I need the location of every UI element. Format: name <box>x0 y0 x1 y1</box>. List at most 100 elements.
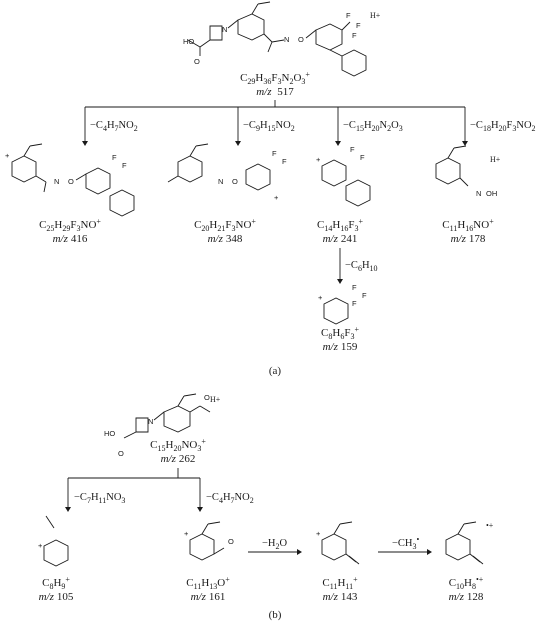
formula-part: H <box>337 577 345 589</box>
formula-part: 3 <box>197 444 201 453</box>
formula-part: F <box>225 219 231 231</box>
fragment-structure-178: N OH <box>435 145 497 198</box>
formula-159: C8H6F3+ <box>321 325 359 341</box>
loss-a3: −C15H20N2O3 <box>343 120 403 133</box>
formula-part: 15 <box>356 124 364 133</box>
formula-part: 13 <box>209 582 217 591</box>
formula-part: 2 <box>250 496 254 505</box>
formula-part: NO <box>81 219 97 231</box>
formula-part: H <box>260 120 268 131</box>
formula-part: 11 <box>450 224 458 233</box>
formula-part: H <box>364 120 372 131</box>
formula-part: 16 <box>465 224 473 233</box>
formula-part: 3 <box>232 224 236 233</box>
arrowhead-241-159 <box>337 279 343 284</box>
formula-part: 16 <box>340 224 348 233</box>
formula-348: C20H21F3NO+ <box>194 217 256 233</box>
formula-178: C11H16NO+ <box>442 217 494 233</box>
loss-a2: −C9H15NO2 <box>243 120 295 133</box>
formula-part: H <box>491 120 499 131</box>
formula-part: 7 <box>231 496 235 505</box>
formula-part: NO <box>106 492 122 503</box>
formula-part: −CH <box>392 538 413 549</box>
formula-part: 2 <box>387 124 391 133</box>
formula-part: H <box>53 577 61 589</box>
arrowhead-143-128 <box>427 549 432 555</box>
formula-part: 3 <box>301 77 305 86</box>
formula-part: 7 <box>87 496 91 505</box>
formula-part: 3 <box>413 542 417 551</box>
arrows-a <box>82 107 468 146</box>
loss-161-143: −H2O <box>262 538 288 551</box>
formula-part: H <box>464 577 472 589</box>
formula-part: F <box>348 219 354 231</box>
formula-part: •+ <box>476 575 484 584</box>
svg-text:F: F <box>272 149 277 158</box>
formula-part: −C <box>343 120 356 131</box>
svg-text:F: F <box>352 283 357 292</box>
formula-part: NO <box>473 219 489 231</box>
fragment-structure-128 <box>445 521 484 565</box>
formula-part: H <box>201 577 209 589</box>
formula-part: NO <box>181 439 197 451</box>
formula-part: 2 <box>276 542 280 551</box>
atom-N-oxime: N <box>284 35 289 44</box>
formula-part: 15 <box>157 444 165 453</box>
atom-O-acid: O <box>194 57 200 66</box>
svg-text:+: + <box>5 151 10 160</box>
formula-part: H <box>107 120 115 131</box>
formula-part: 36 <box>263 77 271 86</box>
formula-part: 8 <box>49 582 53 591</box>
formula-161: C11H13O+ <box>186 575 230 591</box>
formula-part: 6 <box>340 332 344 341</box>
formula-part: 4 <box>219 496 223 505</box>
formula-part: 11 <box>99 496 107 505</box>
parent-formula-a: C29H36F3N2O3+ <box>240 70 310 86</box>
svg-text:+: + <box>318 293 323 302</box>
arrowhead-161-143 <box>297 549 302 555</box>
adduct-178: H+ <box>490 155 501 164</box>
loss-143-128: −CH3• <box>392 535 420 551</box>
formula-part: H <box>91 492 99 503</box>
loss-b2: −C4H7NO2 <box>206 492 254 505</box>
formula-part: F <box>70 219 76 231</box>
atom-F2: F <box>356 21 361 30</box>
formula-part: C <box>321 327 328 339</box>
svg-text:O: O <box>228 537 234 546</box>
formula-part: N <box>282 72 290 84</box>
formula-part: H <box>457 219 465 231</box>
fragment-structure-416: + N O F F <box>5 143 135 217</box>
svg-text:N: N <box>148 417 153 426</box>
formula-part: F <box>344 327 350 339</box>
arrowhead-b2 <box>197 507 203 512</box>
formula-part: O <box>217 577 225 589</box>
svg-text:F: F <box>352 299 357 308</box>
atom-HO: HO <box>183 37 194 46</box>
svg-text:F: F <box>360 153 365 162</box>
formula-143: C11H11+ <box>322 575 358 591</box>
fragment-structure-241: + F F <box>316 145 371 207</box>
svg-text:+: + <box>274 193 279 202</box>
arrowhead-b1 <box>65 507 71 512</box>
formula-part: 4 <box>103 124 107 133</box>
svg-text:O: O <box>204 393 210 402</box>
formula-part: 29 <box>247 77 255 86</box>
formula-part: 3 <box>121 496 125 505</box>
loss-a1: −C4H7NO2 <box>90 120 138 133</box>
svg-text:HO: HO <box>104 429 115 438</box>
svg-text:N: N <box>218 177 223 186</box>
formula-part: NO <box>235 492 251 503</box>
formula-part: F <box>507 120 513 131</box>
formula-part: 3 <box>350 332 354 341</box>
loss-b1: −C7H11NO3 <box>74 492 125 505</box>
parent-structure-b: HO O N O <box>104 393 211 458</box>
svg-text:F: F <box>112 153 117 162</box>
formula-part: C <box>317 219 324 231</box>
formula-part: −C <box>345 260 358 271</box>
formula-part: C <box>150 439 157 451</box>
fragment-structure-159: + F F F <box>318 283 367 325</box>
formula-part: H <box>255 72 263 84</box>
formula-part: + <box>489 217 494 226</box>
